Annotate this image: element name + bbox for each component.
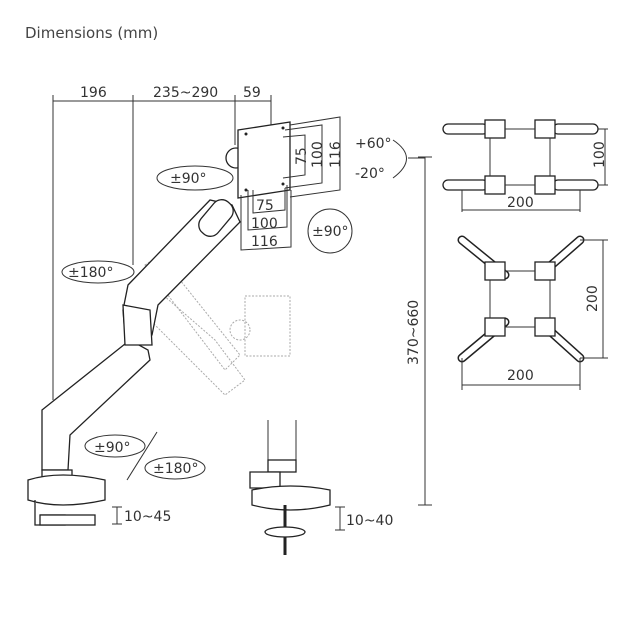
separator-slash — [126, 431, 158, 481]
head-swivel-label: ±90° — [170, 171, 207, 187]
adapter-small-height: 100 — [592, 141, 608, 168]
elbow-swivel-arrow-icon — [61, 260, 135, 284]
swivel-arrow-icon — [156, 165, 234, 191]
height-range-label: 370~660 — [406, 300, 422, 365]
base-swivel-label: ±90° — [94, 440, 131, 456]
height-dim-line — [418, 156, 432, 506]
adapter-small-width: 200 — [507, 195, 534, 211]
vesa-vertical-100: 100 — [310, 141, 326, 168]
top-dimension-lines — [52, 95, 272, 400]
base-swivel-arrow-icon — [84, 434, 146, 458]
tilt-arrow-icon — [392, 139, 407, 179]
tilt-down-label: -20° — [355, 166, 385, 182]
vesa-horizontal-116: 116 — [251, 234, 278, 250]
vesa-horizontal-75: 75 — [256, 198, 274, 214]
dim-head-depth: 59 — [243, 85, 261, 101]
monitor-arm-drawing — [27, 121, 291, 526]
tilt-up-label: +60° — [355, 136, 392, 152]
vesa-vertical-116: 116 — [328, 141, 344, 168]
adapter-large-width: 200 — [507, 368, 534, 384]
adapter-large-drawing — [457, 235, 608, 390]
clamp-thickness-label: 10~45 — [124, 509, 171, 525]
grommet-thickness-label: 10~40 — [346, 513, 393, 529]
grommet-mount-drawing — [249, 420, 331, 555]
vesa-horizontal-100: 100 — [251, 216, 278, 232]
diagram-title: Dimensions (mm) — [25, 24, 159, 42]
base-swivel-alt-label: ±180° — [153, 461, 198, 477]
base-swivel-alt-arrow-icon — [144, 456, 206, 480]
adapter-large-height: 200 — [585, 285, 601, 312]
adapter-small-drawing — [442, 119, 608, 212]
vesa-horizontal-dim-lines — [240, 185, 292, 251]
vesa-vertical-dim-lines — [282, 116, 341, 198]
vesa-vertical-75: 75 — [294, 147, 310, 165]
dim-arm-reach: 235~290 — [153, 85, 218, 101]
rotation-label: ±90° — [312, 224, 349, 240]
dim-base-offset: 196 — [80, 85, 107, 101]
rotation-arrow-icon — [307, 208, 353, 254]
elbow-swivel-label: ±180° — [68, 265, 113, 281]
